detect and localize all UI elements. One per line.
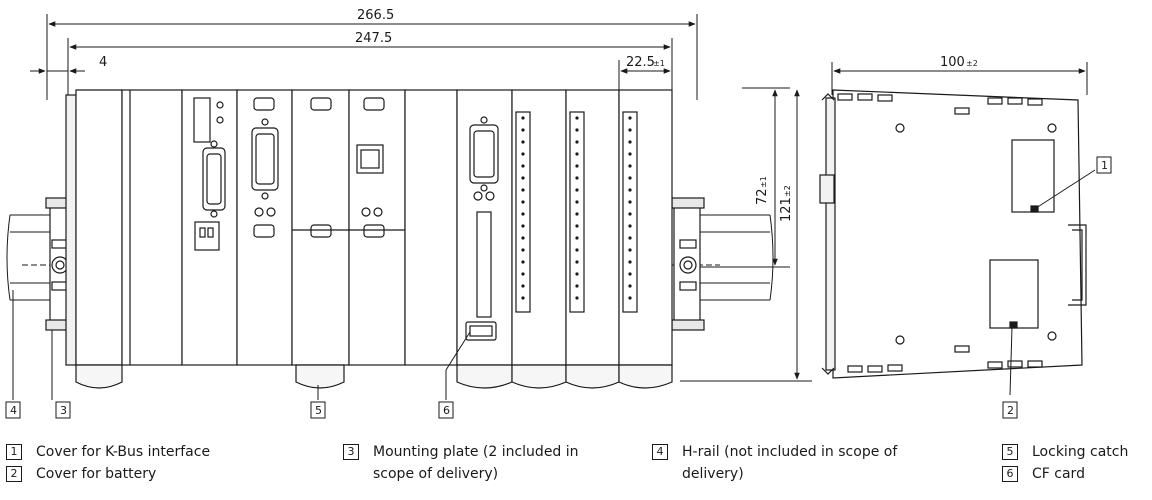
legend-item-5: 5 Locking catch xyxy=(1002,441,1128,463)
legend-column-1: 1 Cover for K-Bus interface 2 Cover for … xyxy=(6,441,210,485)
callout-box-1: 1 xyxy=(1096,156,1112,174)
legend-item-1: 1 Cover for K-Bus interface xyxy=(6,441,210,463)
svg-text:1: 1 xyxy=(1101,159,1108,172)
callout-box-2: 2 xyxy=(1002,401,1018,419)
dim-side-depth: 100 xyxy=(940,55,965,70)
legend-column-2: 3 Mounting plate (2 included in scope of… xyxy=(343,441,579,485)
cf-card-slot xyxy=(476,211,492,318)
legend-text: CF card xyxy=(1032,466,1085,482)
k-bus-cover xyxy=(1011,139,1055,213)
dim-height-121-tol: ±2 xyxy=(783,185,792,197)
dim-io-width: 22.5 xyxy=(626,55,655,70)
svg-text:2: 2 xyxy=(1007,404,1014,417)
callout-box-4: 4 xyxy=(5,401,21,419)
legend-item-2: 2 Cover for battery xyxy=(6,463,210,485)
legend-text: H-rail (not included in scope of xyxy=(682,444,898,460)
callout-box-5: 5 xyxy=(310,401,326,419)
svg-text:4: 4 xyxy=(10,404,17,417)
locking-catch xyxy=(295,364,345,389)
dim-io-width-tol: ±1 xyxy=(653,59,665,68)
io-terminals xyxy=(521,116,632,300)
legend-item-3: 3 Mounting plate (2 included in xyxy=(343,441,579,463)
svg-text:3: 3 xyxy=(60,404,67,417)
legend-column-4: 5 Locking catch 6 CF card xyxy=(1002,441,1128,485)
legend-item-3-continued: scope of delivery) xyxy=(343,463,579,485)
legend-column-3: 4 H-rail (not included in scope of deliv… xyxy=(652,441,897,485)
dim-side-depth-tol: ±2 xyxy=(966,59,978,68)
dim-height-72: 72 xyxy=(755,188,770,205)
dim-height-72-tol: ±1 xyxy=(759,176,768,188)
dim-module-width: 247.5 xyxy=(355,31,392,46)
svg-text:5: 5 xyxy=(315,404,322,417)
battery-cover xyxy=(989,259,1039,329)
legend-number: 2 xyxy=(6,466,22,482)
legend-number: 3 xyxy=(343,444,359,460)
legend-text: Mounting plate (2 included in xyxy=(373,444,579,460)
legend-item-4-continued: delivery) xyxy=(652,463,897,485)
legend-number: 6 xyxy=(1002,466,1018,482)
dim-overall-width: 266.5 xyxy=(357,8,394,23)
side-view xyxy=(819,89,1087,379)
legend-number: 4 xyxy=(652,444,668,460)
legend-text: delivery) xyxy=(682,466,744,482)
mounting-plate-right xyxy=(671,197,705,331)
dimension-texts: 266.5 247.5 4 22.5 ±1 100 ±2 72 ±1 121 ±… xyxy=(99,8,978,222)
callout-leaders xyxy=(12,169,1096,400)
legend-item-6: 6 CF card xyxy=(1002,463,1128,485)
dim-plate-offset: 4 xyxy=(99,55,107,70)
front-view xyxy=(65,89,673,389)
legend-number: 1 xyxy=(6,444,22,460)
legend-text: Locking catch xyxy=(1032,444,1129,460)
legend-text: Cover for K-Bus interface xyxy=(36,444,211,460)
legend-item-4: 4 H-rail (not included in scope of xyxy=(652,441,897,463)
svg-text:6: 6 xyxy=(443,404,450,417)
dimension-lines xyxy=(30,14,1088,382)
dim-height-121: 121 xyxy=(779,197,794,222)
legend-number: 5 xyxy=(1002,444,1018,460)
callout-box-6: 6 xyxy=(438,401,454,419)
legend-text: Cover for battery xyxy=(36,466,157,482)
callout-box-3: 3 xyxy=(55,401,71,419)
legend-text: scope of delivery) xyxy=(373,466,499,482)
